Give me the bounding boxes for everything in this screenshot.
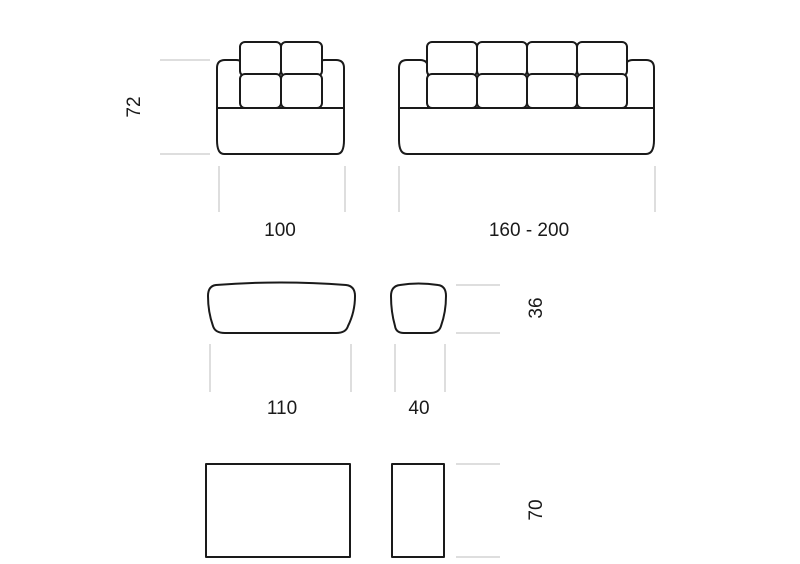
sofa-front-view [398, 41, 655, 155]
height-dimension-lines [160, 59, 210, 155]
pouf-width-label: 40 [408, 398, 429, 419]
bench-top-view [205, 463, 351, 558]
pouf-front-view [390, 282, 447, 334]
pouf-top-view [391, 463, 445, 558]
pouf-height-label: 36 [526, 297, 547, 318]
sofa-width-label: 160 - 200 [489, 220, 569, 241]
armchair-front-view [216, 41, 345, 155]
depth-label: 70 [526, 499, 547, 520]
width-dimension-ticks-middle [209, 344, 446, 392]
bench-front-view [207, 281, 356, 334]
pouf-height-dimension-lines [456, 284, 500, 334]
height-label-sofa: 72 [124, 96, 145, 117]
width-dimension-ticks-top [218, 166, 656, 212]
armchair-width-label: 100 [264, 220, 296, 241]
depth-dimension-lines [456, 463, 500, 558]
bench-width-label: 110 [267, 398, 297, 419]
